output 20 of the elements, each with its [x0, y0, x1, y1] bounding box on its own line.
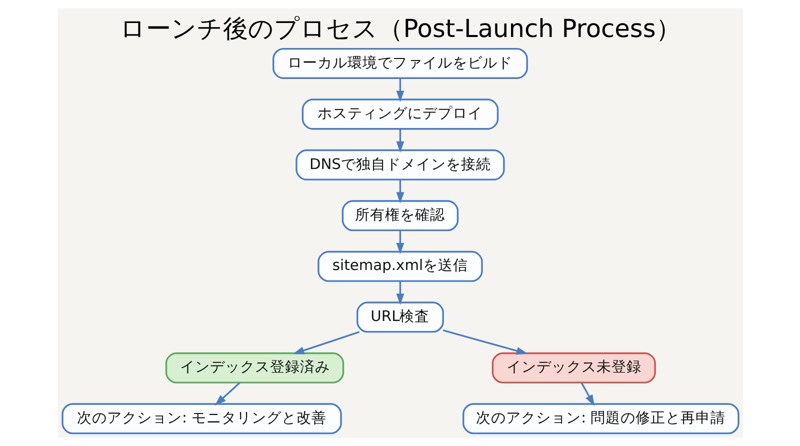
node-box: URL検査	[356, 302, 444, 333]
node-box: DNSで独自ドメインを接続	[295, 149, 504, 180]
arrow	[396, 230, 404, 254]
node-box: インデックス未登録	[491, 352, 656, 384]
node-box: 所有権を確認	[341, 200, 458, 232]
arrow	[396, 281, 404, 305]
arrow	[580, 382, 594, 406]
diagram-title: ローンチ後のプロセス（Post-Launch Process）	[120, 14, 680, 44]
node-box: sitemap.xmlを送信	[317, 250, 482, 282]
arrow	[396, 129, 404, 153]
arrow	[396, 78, 404, 102]
arrow	[292, 331, 360, 354]
node-box: 次のアクション: 問題の修正と再申請	[462, 403, 739, 434]
arrow	[442, 329, 528, 355]
node-box: インデックス登録済み	[164, 352, 344, 384]
node-box: ローカル環境でファイルをビルド	[272, 48, 528, 79]
node-box: 次のアクション: モニタリングと改善	[61, 403, 342, 434]
node-box: ホスティングにデプロイ	[301, 98, 498, 130]
arrow	[396, 180, 404, 204]
arrow	[214, 382, 240, 406]
